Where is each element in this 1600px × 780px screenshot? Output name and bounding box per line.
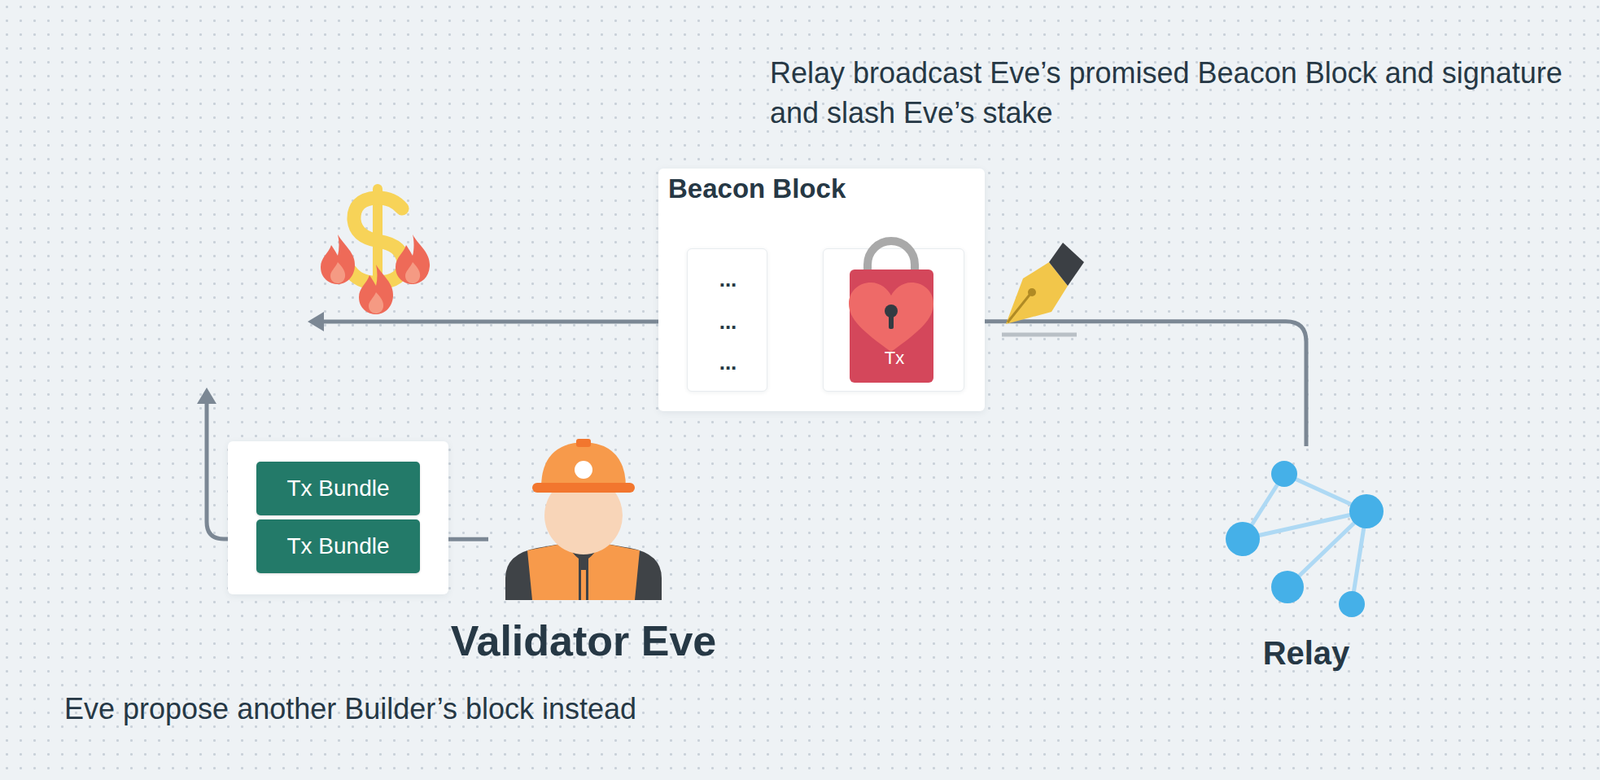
relay-node: Relay: [1224, 445, 1388, 674]
validator-person-icon-part: [574, 460, 593, 479]
burning-dollar-icon-part-part: [368, 292, 384, 314]
block-body-card: .........: [686, 248, 768, 392]
bundle-label: Tx Bundle: [256, 519, 420, 573]
burning-dollar-icon-part: [358, 264, 394, 315]
burning-dollar-icon: [320, 188, 430, 315]
relay-network-icon-part: [1338, 590, 1365, 617]
tx-bundle: Tx Bundle: [256, 519, 420, 573]
validator-person-icon-part: [581, 569, 586, 600]
beacon-block: Beacon Block......... Tx: [658, 168, 985, 411]
signature-pen-icon-part: [1005, 262, 1068, 324]
burning-dollar-icon-part-part: [320, 234, 355, 285]
validator-person-icon-part: [544, 476, 623, 555]
ellipsis: ...: [687, 266, 769, 292]
signature-pen-icon-part: [1027, 288, 1037, 297]
note-text: Eve propose another Builder’s block inst…: [64, 688, 716, 729]
validator-person-icon-part: [541, 441, 626, 488]
validator-name: Validator Eve: [439, 616, 728, 665]
validator-person-icon-part: [532, 482, 635, 493]
burning-dollar-icon-part: [395, 234, 430, 285]
validator-node: Validator Eve: [488, 439, 679, 676]
tx-bundle: Tx Bundle: [256, 461, 420, 516]
relay-network-icon-part: [1271, 460, 1298, 487]
slash-arrow-part: [319, 319, 659, 324]
tx-label: Tx: [823, 347, 966, 369]
note-text: Relay broadcast Eve’s promised Beacon Bl…: [769, 52, 1592, 133]
burning-dollar-icon-part: [320, 234, 355, 285]
burning-dollar-icon-part-part: [358, 264, 394, 315]
relay-name: Relay: [1224, 633, 1388, 673]
burning-dollar-icon-part: [349, 197, 404, 283]
signature-pen-icon-part: [1001, 332, 1077, 337]
relay-network-icon-part: [1271, 570, 1304, 604]
connector-line: [984, 321, 1307, 446]
relay-network-icon-part: [1349, 493, 1384, 529]
relay-network-icon-part: [1225, 521, 1260, 556]
burning-dollar-icon-part-part: [395, 234, 430, 285]
signature-pen-icon-part: [1007, 293, 1031, 323]
signature-pen-icon: [1001, 242, 1085, 335]
slash-arrow: [307, 311, 659, 332]
validator-person-icon-part: [576, 438, 591, 447]
slash-arrow-part: [307, 311, 324, 332]
validator-person-icon-part: [505, 542, 662, 600]
block-title: Beacon Block: [668, 172, 846, 206]
validator-person-icon-part: [569, 527, 598, 547]
propose-arrow-part: [206, 400, 228, 539]
burning-dollar-icon-part-part: [330, 262, 346, 284]
signature-pen-icon-part: [1049, 242, 1085, 286]
tx-card: Tx: [822, 248, 965, 392]
validator-person-icon: [505, 438, 662, 600]
bundle-group: Tx BundleTx Bundle: [227, 441, 449, 595]
validator-person-icon-part: [527, 542, 579, 600]
propose-arrow-part: [196, 387, 217, 404]
relay-network-icon: [1225, 460, 1384, 617]
ellipsis: ...: [687, 349, 769, 375]
propose-arrow: [196, 387, 228, 539]
bundle-label: Tx Bundle: [256, 461, 420, 516]
burning-dollar-icon-part-part: [405, 262, 420, 284]
burning-dollar-icon-part: [372, 188, 383, 292]
validator-person-icon-part: [588, 542, 640, 600]
connector-line: [448, 537, 489, 542]
ellipsis: ...: [687, 309, 769, 334]
relay-network-icon-part: [1242, 473, 1367, 604]
